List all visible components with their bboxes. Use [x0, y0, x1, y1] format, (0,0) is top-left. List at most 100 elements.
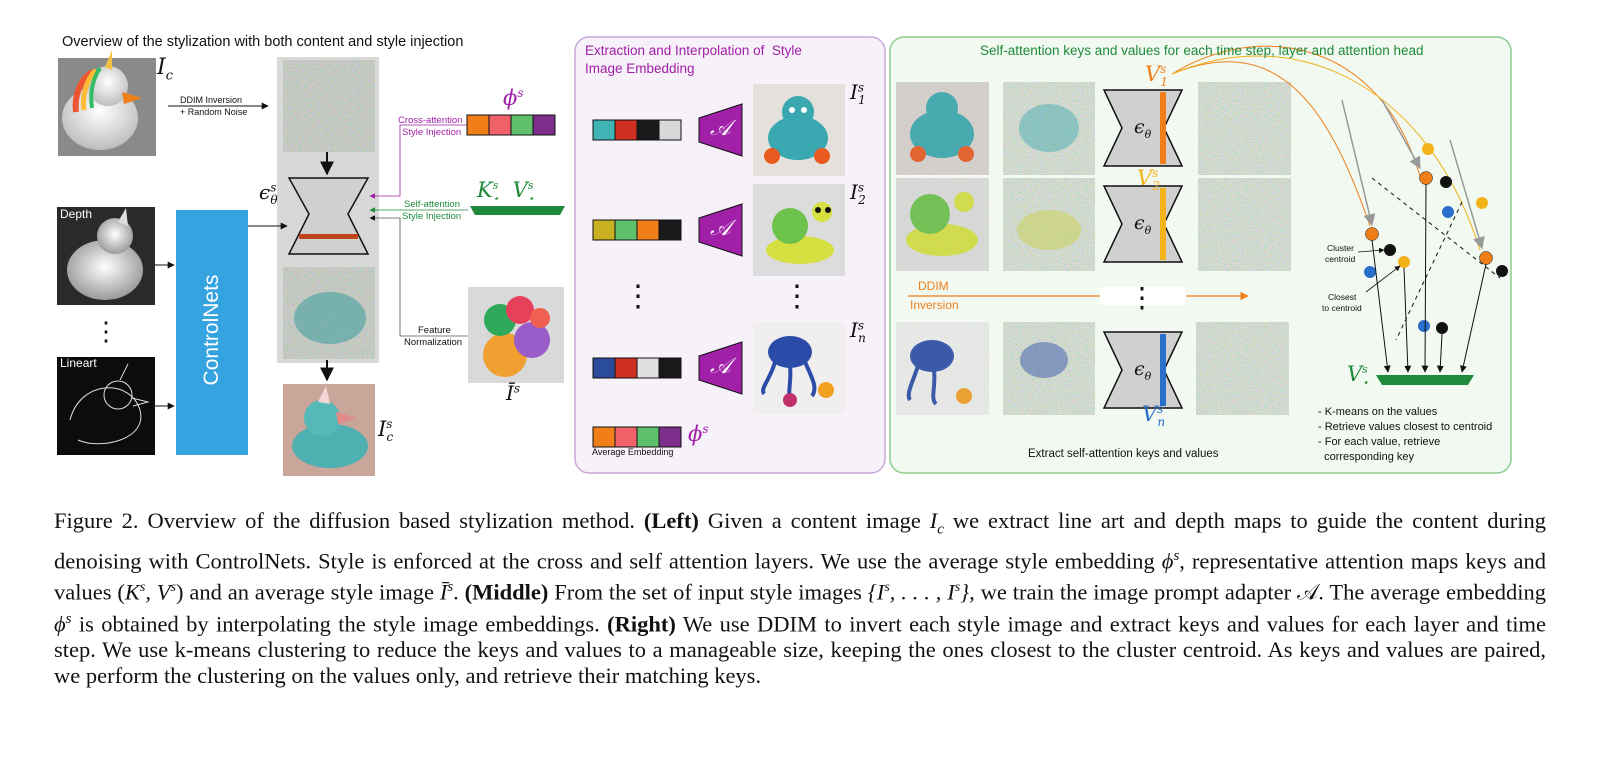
vstar-label: Vs⋆	[1347, 362, 1369, 389]
phi-label-middle: ϕs	[688, 422, 709, 446]
ics-label: Isc	[378, 417, 393, 444]
v1-sub: 1	[1160, 75, 1168, 90]
adapter-label-2: 𝒜	[710, 216, 731, 241]
adapter-shape-2	[698, 203, 743, 257]
figure-graphics: ⋮	[57, 36, 1512, 476]
in-label: Isn	[850, 318, 866, 345]
caption-t3: , representative attention maps keys and…	[54, 548, 1546, 605]
unet-n-layer	[1160, 334, 1166, 406]
vstar-letter: V	[1347, 362, 1363, 386]
dashed-line-1	[1371, 177, 1501, 279]
extract-label: Extract self-attention keys and values	[1028, 448, 1219, 460]
v1-curve-c	[1171, 55, 1481, 251]
kv-bar	[470, 206, 565, 215]
feature-label: Feature	[418, 325, 451, 336]
caption-t1: Given a content image	[698, 508, 930, 533]
right-noise-out-n	[1196, 322, 1289, 415]
caption-t5: .	[453, 579, 465, 605]
eps-n: ϵθ	[1134, 358, 1151, 383]
caption-figure-label: Figure 2. Overview of the diffusion base…	[54, 508, 644, 533]
caption-middle-bold: (Middle)	[464, 579, 549, 605]
ics-letter: I	[378, 417, 387, 441]
vn-sub: n	[1157, 415, 1166, 430]
ibar-label: Īs	[506, 381, 520, 405]
style-image-1	[753, 84, 845, 176]
eps-label: ϵsθ	[259, 180, 278, 207]
embedding-row-2	[592, 219, 682, 241]
i2-label: Is2	[850, 180, 866, 207]
caption-ic: I	[929, 508, 938, 533]
adapter-shape-n	[698, 341, 743, 395]
caption-set-sup1: s	[884, 580, 890, 595]
i1-label: Is1	[850, 80, 866, 107]
i1-sup: s	[857, 80, 865, 95]
caption-ibar-sup: s	[447, 579, 454, 595]
caption-t8: . The average embedding	[1318, 579, 1546, 605]
k-letter: K	[477, 178, 493, 202]
caption-t2: we extract line art and depth maps to gu…	[54, 508, 1546, 573]
phi-middle-sup: s	[702, 422, 709, 436]
eps1-letter: ϵ	[1134, 116, 1145, 138]
caption-phi-sup: s	[1173, 547, 1180, 564]
style-injection-label-2: Style Injection	[402, 211, 462, 222]
grey-arrow-3	[1449, 139, 1485, 250]
eps1-sub: θ	[1144, 127, 1152, 141]
caption-t7: , we train the image prompt adapter	[969, 579, 1297, 605]
noise-image-top	[283, 60, 375, 152]
random-noise-label: + Random Noise	[180, 107, 248, 117]
ics-sub: c	[386, 430, 394, 445]
caption-v: , V	[145, 579, 171, 605]
v2-label: Vs2	[1137, 166, 1160, 193]
in-sub: n	[858, 331, 866, 345]
k-sub: ⋆	[492, 192, 500, 206]
i1-letter: I	[850, 80, 858, 104]
right-noise-out-1	[1198, 82, 1291, 175]
controlnets-label: ControlNets	[200, 274, 223, 386]
bullet-3b: corresponding key	[1318, 451, 1414, 463]
ics-sup: s	[386, 417, 393, 431]
feature-norm-arrow	[369, 215, 468, 337]
v2-sub: 2	[1152, 179, 1160, 194]
ddim-label: DDIM	[918, 279, 949, 293]
closest-label-1: Closest	[1328, 292, 1357, 302]
adapter-shape-1	[698, 103, 743, 157]
grey-arrow-2	[1381, 99, 1421, 170]
ibar-letter: Ī	[506, 381, 514, 405]
adapter-label-1: 𝒜	[710, 116, 731, 141]
ic-label: Ic	[157, 55, 173, 83]
in-sup: s	[857, 318, 865, 333]
average-embedding-label: Average Embedding	[592, 447, 674, 457]
closest-pointer	[1365, 265, 1401, 293]
eps2-sub: θ	[1144, 223, 1152, 237]
content-image-duck	[58, 50, 156, 156]
middle-heading-1: Extraction and Interpolation of Style	[585, 43, 802, 58]
right-noise-out-2	[1198, 178, 1291, 271]
ic-sub: c	[165, 68, 173, 84]
ddim-gap	[1100, 287, 1186, 305]
middle-dots-right: ⋮	[782, 280, 812, 313]
cluster-points	[1364, 143, 1508, 334]
caption-t6: From the set of input style images	[548, 579, 868, 605]
inversion-label: Inversion	[910, 298, 959, 312]
phi-left-sup: s	[517, 86, 524, 100]
style-injection-label-1: Style Injection	[402, 127, 462, 138]
closest-label-2: to centroid	[1322, 303, 1362, 313]
vn-letter: V	[1142, 402, 1158, 426]
caption-t10: We use DDIM to invert each style image a…	[54, 611, 1546, 688]
caption-phi-2-sup: s	[65, 610, 72, 627]
eps-2: ϵθ	[1134, 212, 1151, 237]
phi-middle-letter: ϕ	[688, 422, 703, 446]
eps-sub: θ	[270, 193, 278, 207]
dashed-line-2	[1395, 201, 1463, 341]
caption-k: K	[124, 579, 140, 605]
eps-1: ϵθ	[1134, 116, 1151, 141]
middle-heading-2: Image Embedding	[585, 61, 695, 76]
average-style-image	[468, 287, 564, 383]
eps2-letter: ϵ	[1134, 212, 1145, 234]
embedding-row-1	[592, 119, 682, 141]
caption-phi: ϕ	[1161, 548, 1174, 573]
vn-label: Vsn	[1142, 402, 1165, 429]
vstar-sup: s	[1362, 363, 1368, 376]
right-dots: ⋮	[1128, 282, 1156, 313]
embedding-row-n	[592, 357, 682, 379]
